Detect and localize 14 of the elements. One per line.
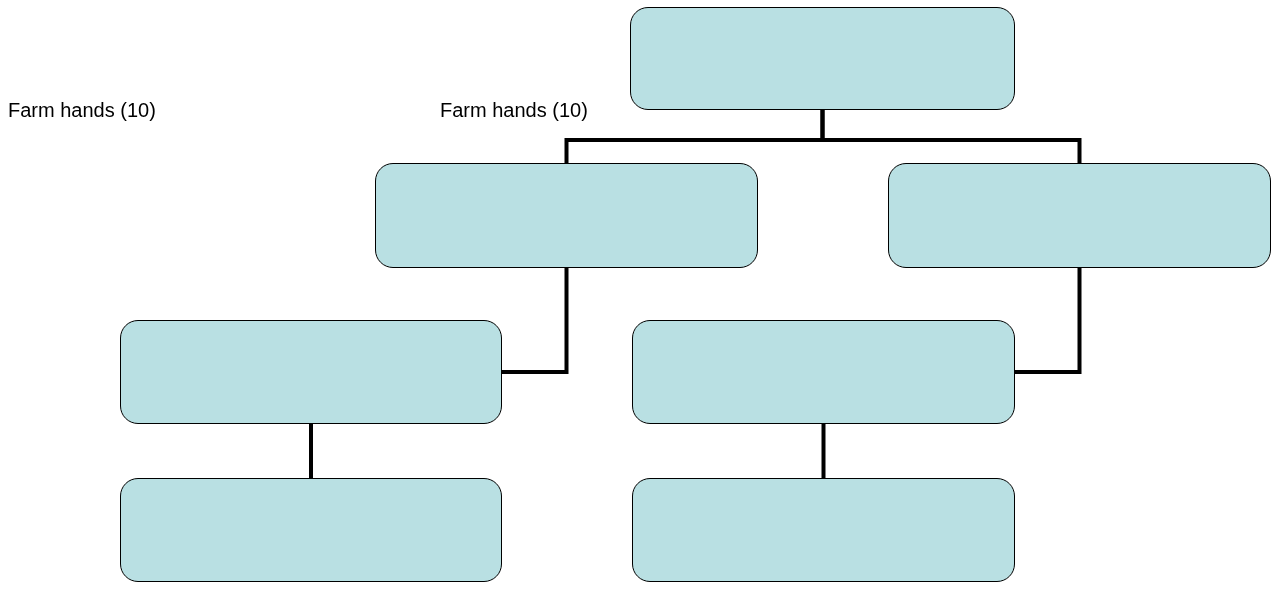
connector-line	[821, 424, 826, 478]
connector-line	[309, 424, 313, 478]
org-box	[632, 478, 1015, 582]
org-box	[632, 320, 1015, 424]
org-box	[120, 320, 502, 424]
note-text: Farm hands (10)	[8, 98, 156, 123]
org-box	[375, 163, 758, 268]
org-box	[630, 7, 1015, 110]
connector-line	[502, 268, 569, 374]
connector-line	[1015, 268, 1082, 374]
connector-line	[820, 110, 1082, 163]
org-box	[120, 478, 502, 582]
org-box	[888, 163, 1271, 268]
note-text: Farm hands (10)	[440, 98, 588, 123]
